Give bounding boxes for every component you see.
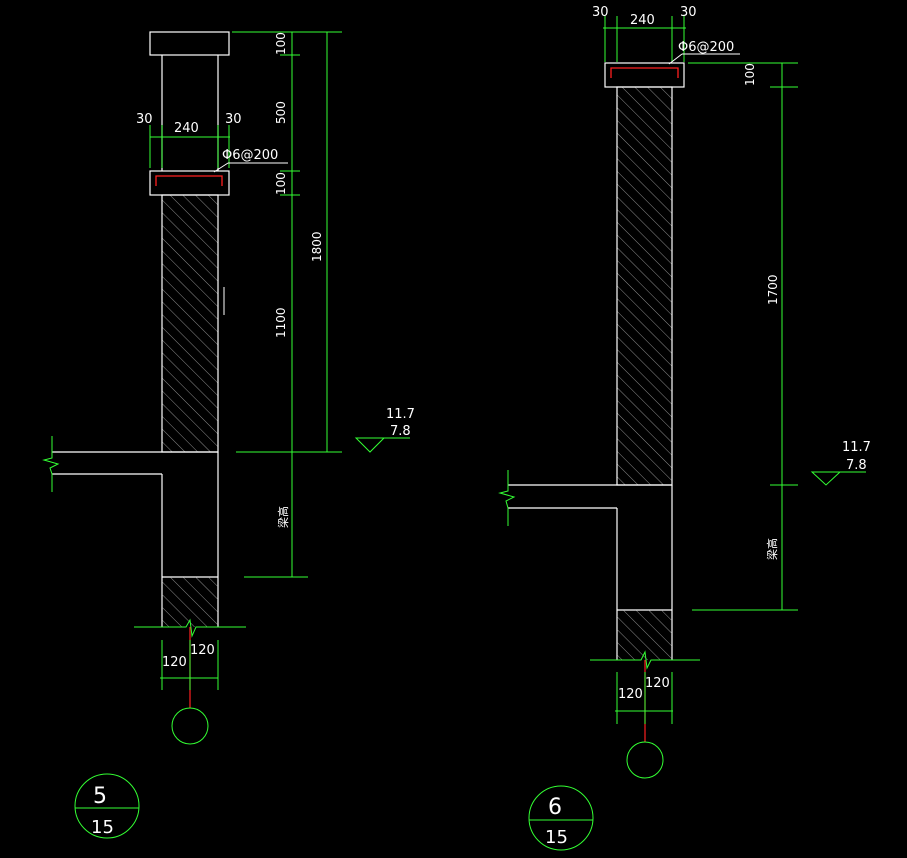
vertical-dimensions [232,31,342,578]
detail-tag-sheet: 15 [91,817,114,838]
hatched-footing [162,577,218,627]
dim-beam-height: 梁高 [276,506,290,528]
rebar-leader [668,53,683,65]
ring-beam [604,62,685,88]
dim-1800: 1800 [310,231,324,262]
rebar-stirrup [610,67,679,78]
elevation-lower: 7.8 [390,424,411,439]
ring-beam [149,170,230,196]
vertical-dimensions [688,62,798,611]
dim-240: 240 [174,121,199,136]
detail-6: 30 240 30 Φ6@200 100 1700 梁高 11.7 7.8 12… [498,5,871,851]
axis-bubble [171,707,209,745]
bottom-dimensions [615,672,673,724]
rebar-leader [213,162,229,173]
dim-500: 500 [274,101,288,124]
dim-100: 100 [743,63,757,86]
hatched-footing [617,610,672,660]
dim-30-right: 30 [225,112,242,127]
dim-30-left: 30 [136,112,153,127]
elevation-triangle [810,471,842,486]
dim-120-left: 120 [618,687,643,702]
dim-1100: 1100 [274,307,288,338]
top-dimensions [603,16,686,62]
rebar-label: Φ6@200 [678,40,734,55]
coping-cap [149,31,230,56]
axis-bubble [626,741,664,779]
hatched-wall [616,86,673,486]
detail-tag-number: 5 [93,784,107,809]
dim-240: 240 [630,13,655,28]
break-line [42,436,60,492]
dim-1700: 1700 [766,274,780,305]
detail-5: 30 240 30 Φ6@200 100 500 100 1100 1800 梁… [42,31,415,839]
dim-beam-height: 梁高 [765,538,779,560]
detail-tag [528,785,594,851]
detail-tag-sheet: 15 [545,827,568,848]
break-line [498,470,516,526]
ground-line [590,650,700,670]
dim-120-right: 120 [645,676,670,691]
ground-line [134,618,246,638]
rebar-stirrup [155,175,223,186]
bottom-dimensions [160,640,219,690]
dim-30-left: 30 [592,5,609,20]
detail-tag-number: 6 [548,795,562,820]
dim-30-right: 30 [680,5,697,20]
rebar-label: Φ6@200 [222,148,278,163]
detail-tag [74,773,140,839]
elevation-lower: 7.8 [846,458,867,473]
top-dimensions [149,125,230,168]
dim-120-right: 120 [190,643,215,658]
hatched-wall [161,194,219,453]
dim-120-left: 120 [162,655,187,670]
elevation-upper: 11.7 [386,407,415,422]
dim-100-b: 100 [274,172,288,195]
dim-100-a: 100 [274,32,288,55]
elevation-triangle [354,437,386,453]
elevation-upper: 11.7 [842,440,871,455]
